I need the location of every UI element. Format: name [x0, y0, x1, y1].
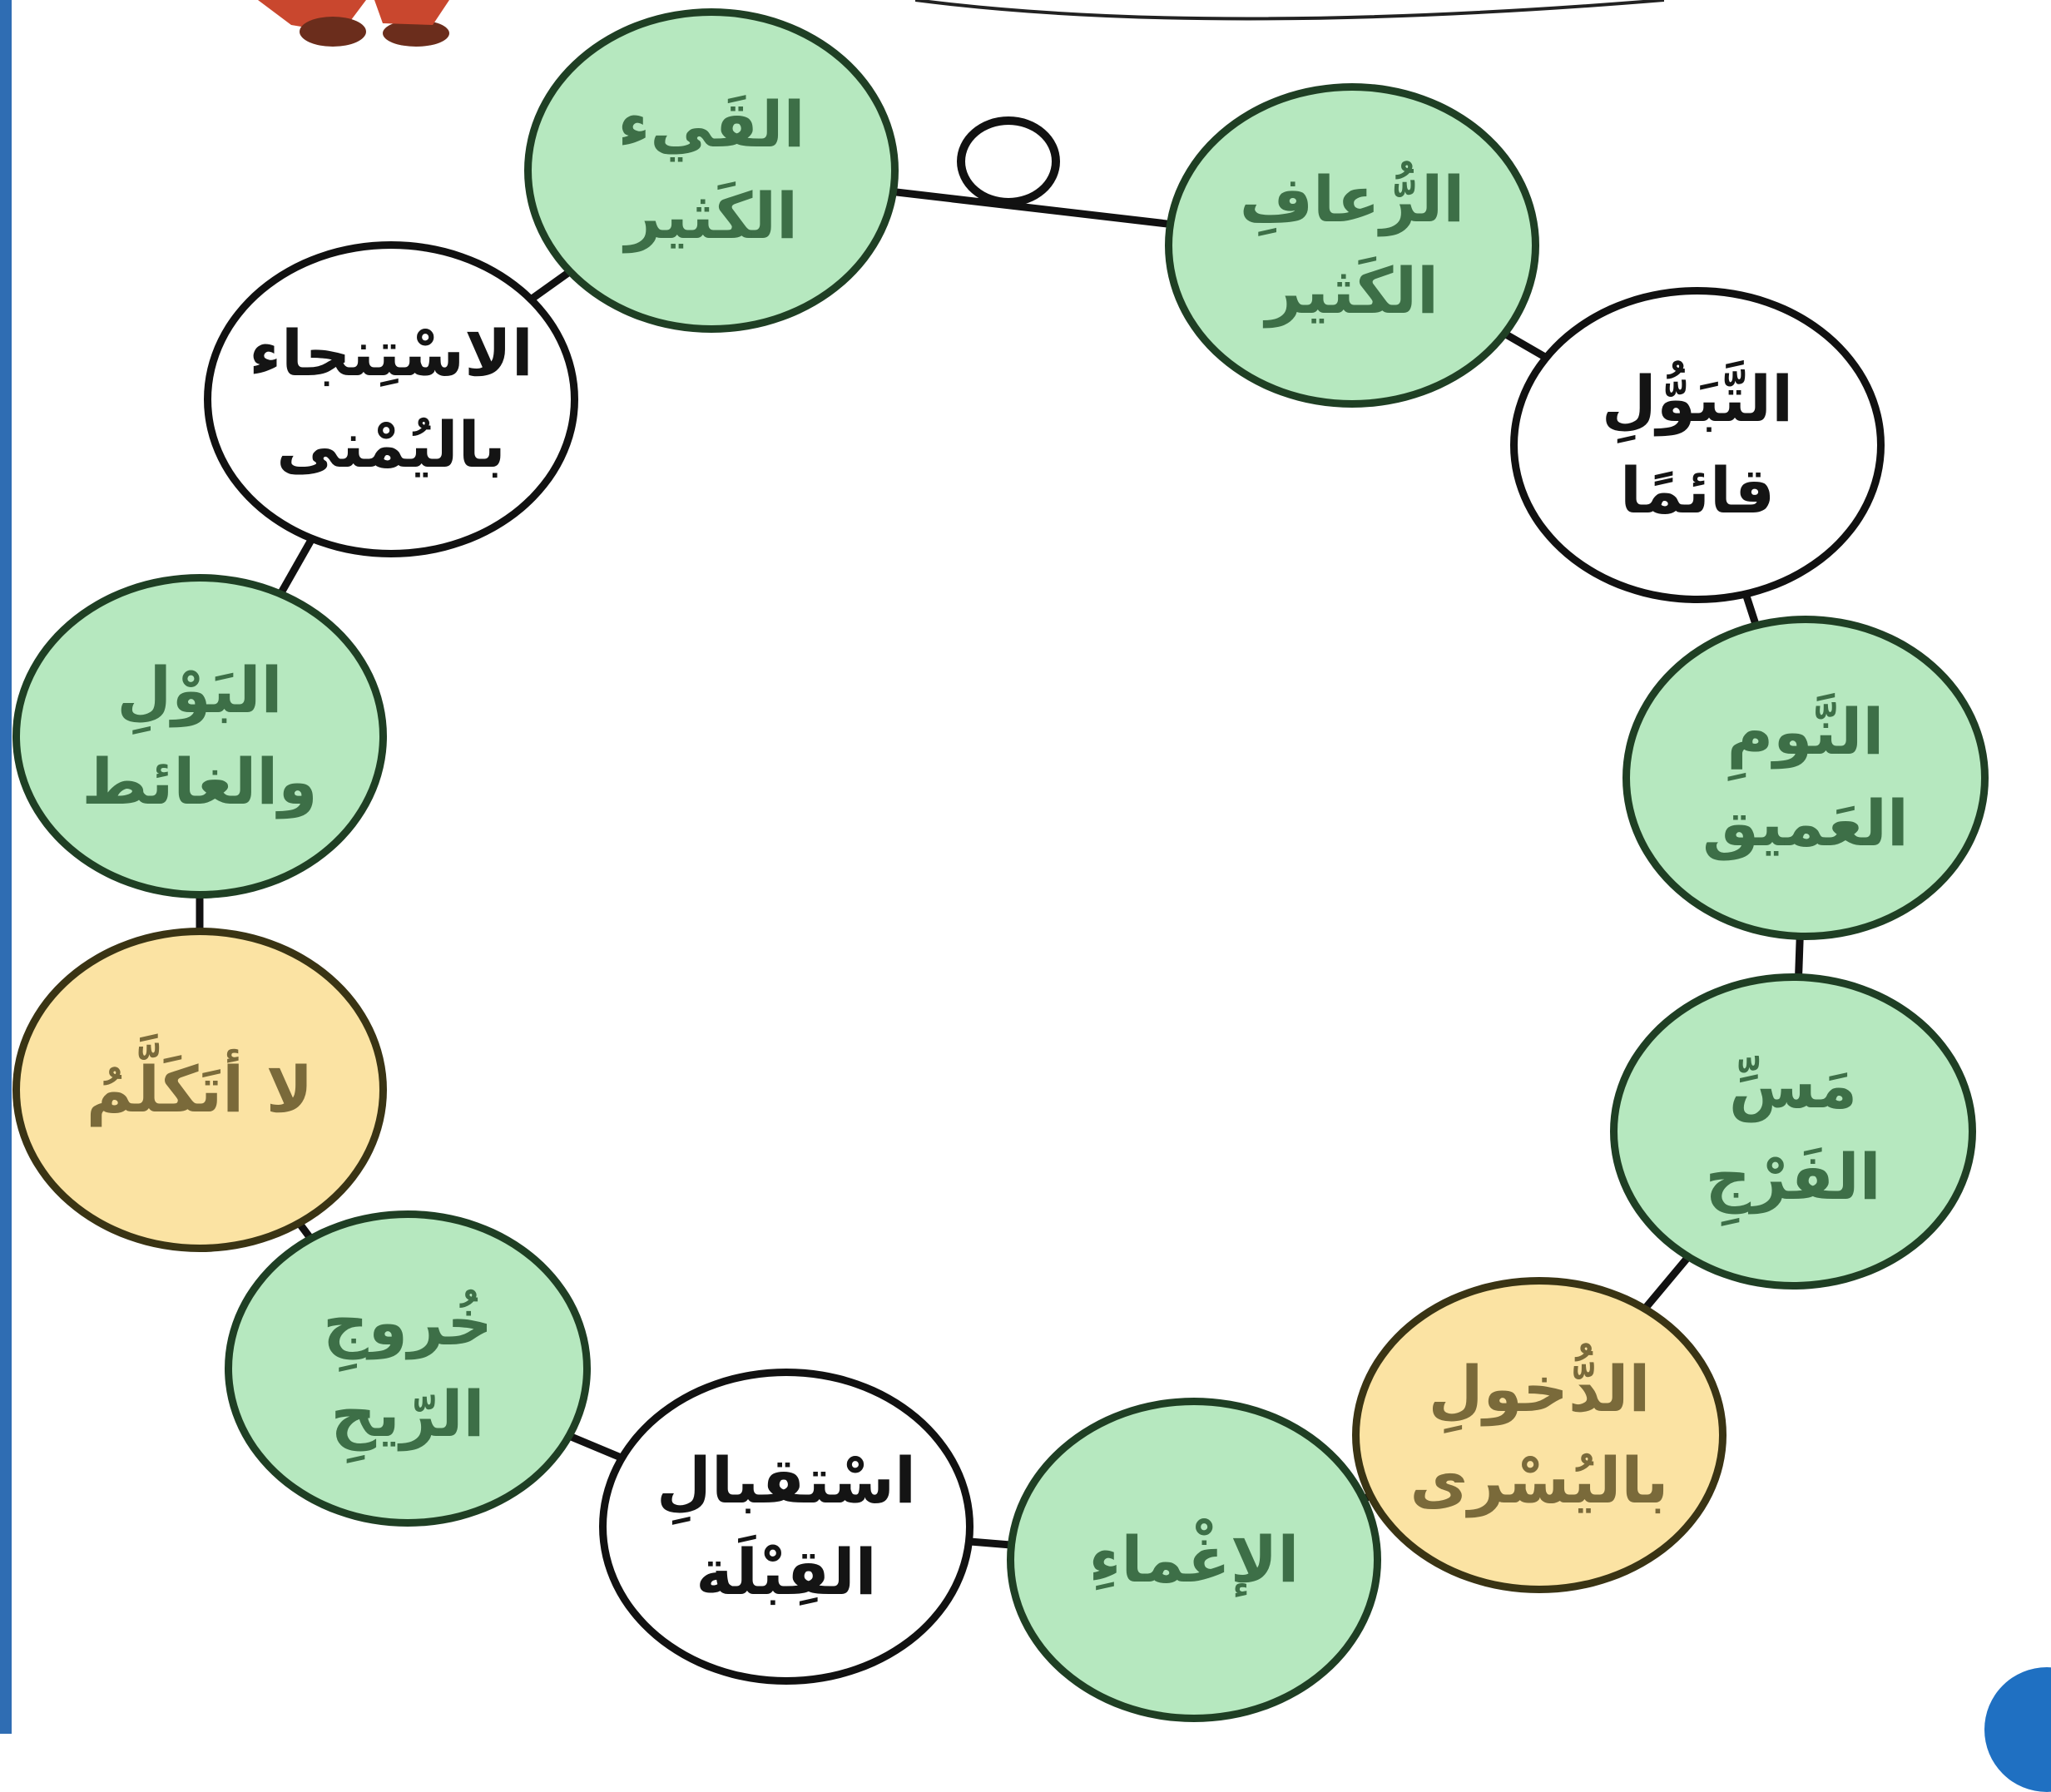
bubble-khurooj-reeh: خُروجِ الرّيحِ: [225, 1210, 591, 1527]
bubble-line: الإغْماءِ: [1088, 1522, 1300, 1596]
bubble-line: الرُّعافِ: [1239, 161, 1465, 236]
bubble-nawm-ameeq: النَّومِ العَميق: [1622, 616, 1989, 940]
bubble-line: العَميق: [1702, 786, 1909, 860]
bubble-mass-farj: مَسِّ الفَرْجِ: [1610, 973, 1976, 1290]
bubble-line: الكَثير: [1265, 254, 1439, 328]
bubble-line: النَّومِ: [1727, 694, 1885, 769]
bubble-qay-katheer: القَيء الكَثير: [524, 8, 899, 333]
bubble-line: باليُسْرى: [1409, 1443, 1669, 1517]
bubble-line: قائمًا: [1619, 453, 1776, 527]
bubble-line: الرّيحِ: [330, 1377, 485, 1451]
bubble-istiqbal-qibla: اسْتقبالِ القِبْلَة: [599, 1369, 973, 1685]
bubble-line: اسْتقبالِ: [656, 1443, 917, 1517]
bubble-line: والغائط: [82, 745, 318, 819]
left-edge-bar: [0, 0, 12, 1734]
bubble-line: الفَرْجِ: [1705, 1140, 1881, 1214]
speech-bubble-edge: [915, 0, 1664, 21]
bubble-ruaaf-katheer: الرُّعافِ الكَثير: [1165, 83, 1539, 408]
top-ring: [957, 116, 1060, 206]
bubble-bawl-ghaait: البَوْلِ والغائط: [12, 574, 387, 898]
bubble-line: لا أتَكَلَّمُ: [86, 1052, 314, 1126]
bubble-ighmaa: الإغْماءِ: [1007, 1398, 1381, 1722]
bubble-line: الاسْتِنجاء: [249, 315, 533, 390]
bubble-line: القَيء: [617, 87, 805, 161]
bubble-line: التَّبَوُّلِ: [1601, 361, 1794, 436]
bubble-line: الكَثير: [624, 179, 799, 253]
bubble-la-atakallam: لا أتَكَلَّمُ: [12, 928, 387, 1252]
bubble-line: البَوْلِ: [116, 652, 283, 727]
bubble-dukhool-yusra: الدُّخولِ باليُسْرى: [1352, 1277, 1727, 1593]
bubble-istinjaa-yumna: الاسْتِنجاء باليُمْنى: [204, 241, 578, 557]
bubble-line: الدُّخولِ: [1428, 1351, 1651, 1426]
bubble-line: خُروجِ: [322, 1285, 493, 1359]
bubble-tabawul-qaiman: التَّبَوُّلِ قائمًا: [1510, 287, 1885, 603]
bubble-line: القِبْلَة: [696, 1535, 877, 1609]
bubble-line: مَسِّ: [1728, 1047, 1858, 1122]
bubble-line: باليُمْنى: [276, 408, 506, 482]
character-feet-image: [258, 0, 449, 47]
